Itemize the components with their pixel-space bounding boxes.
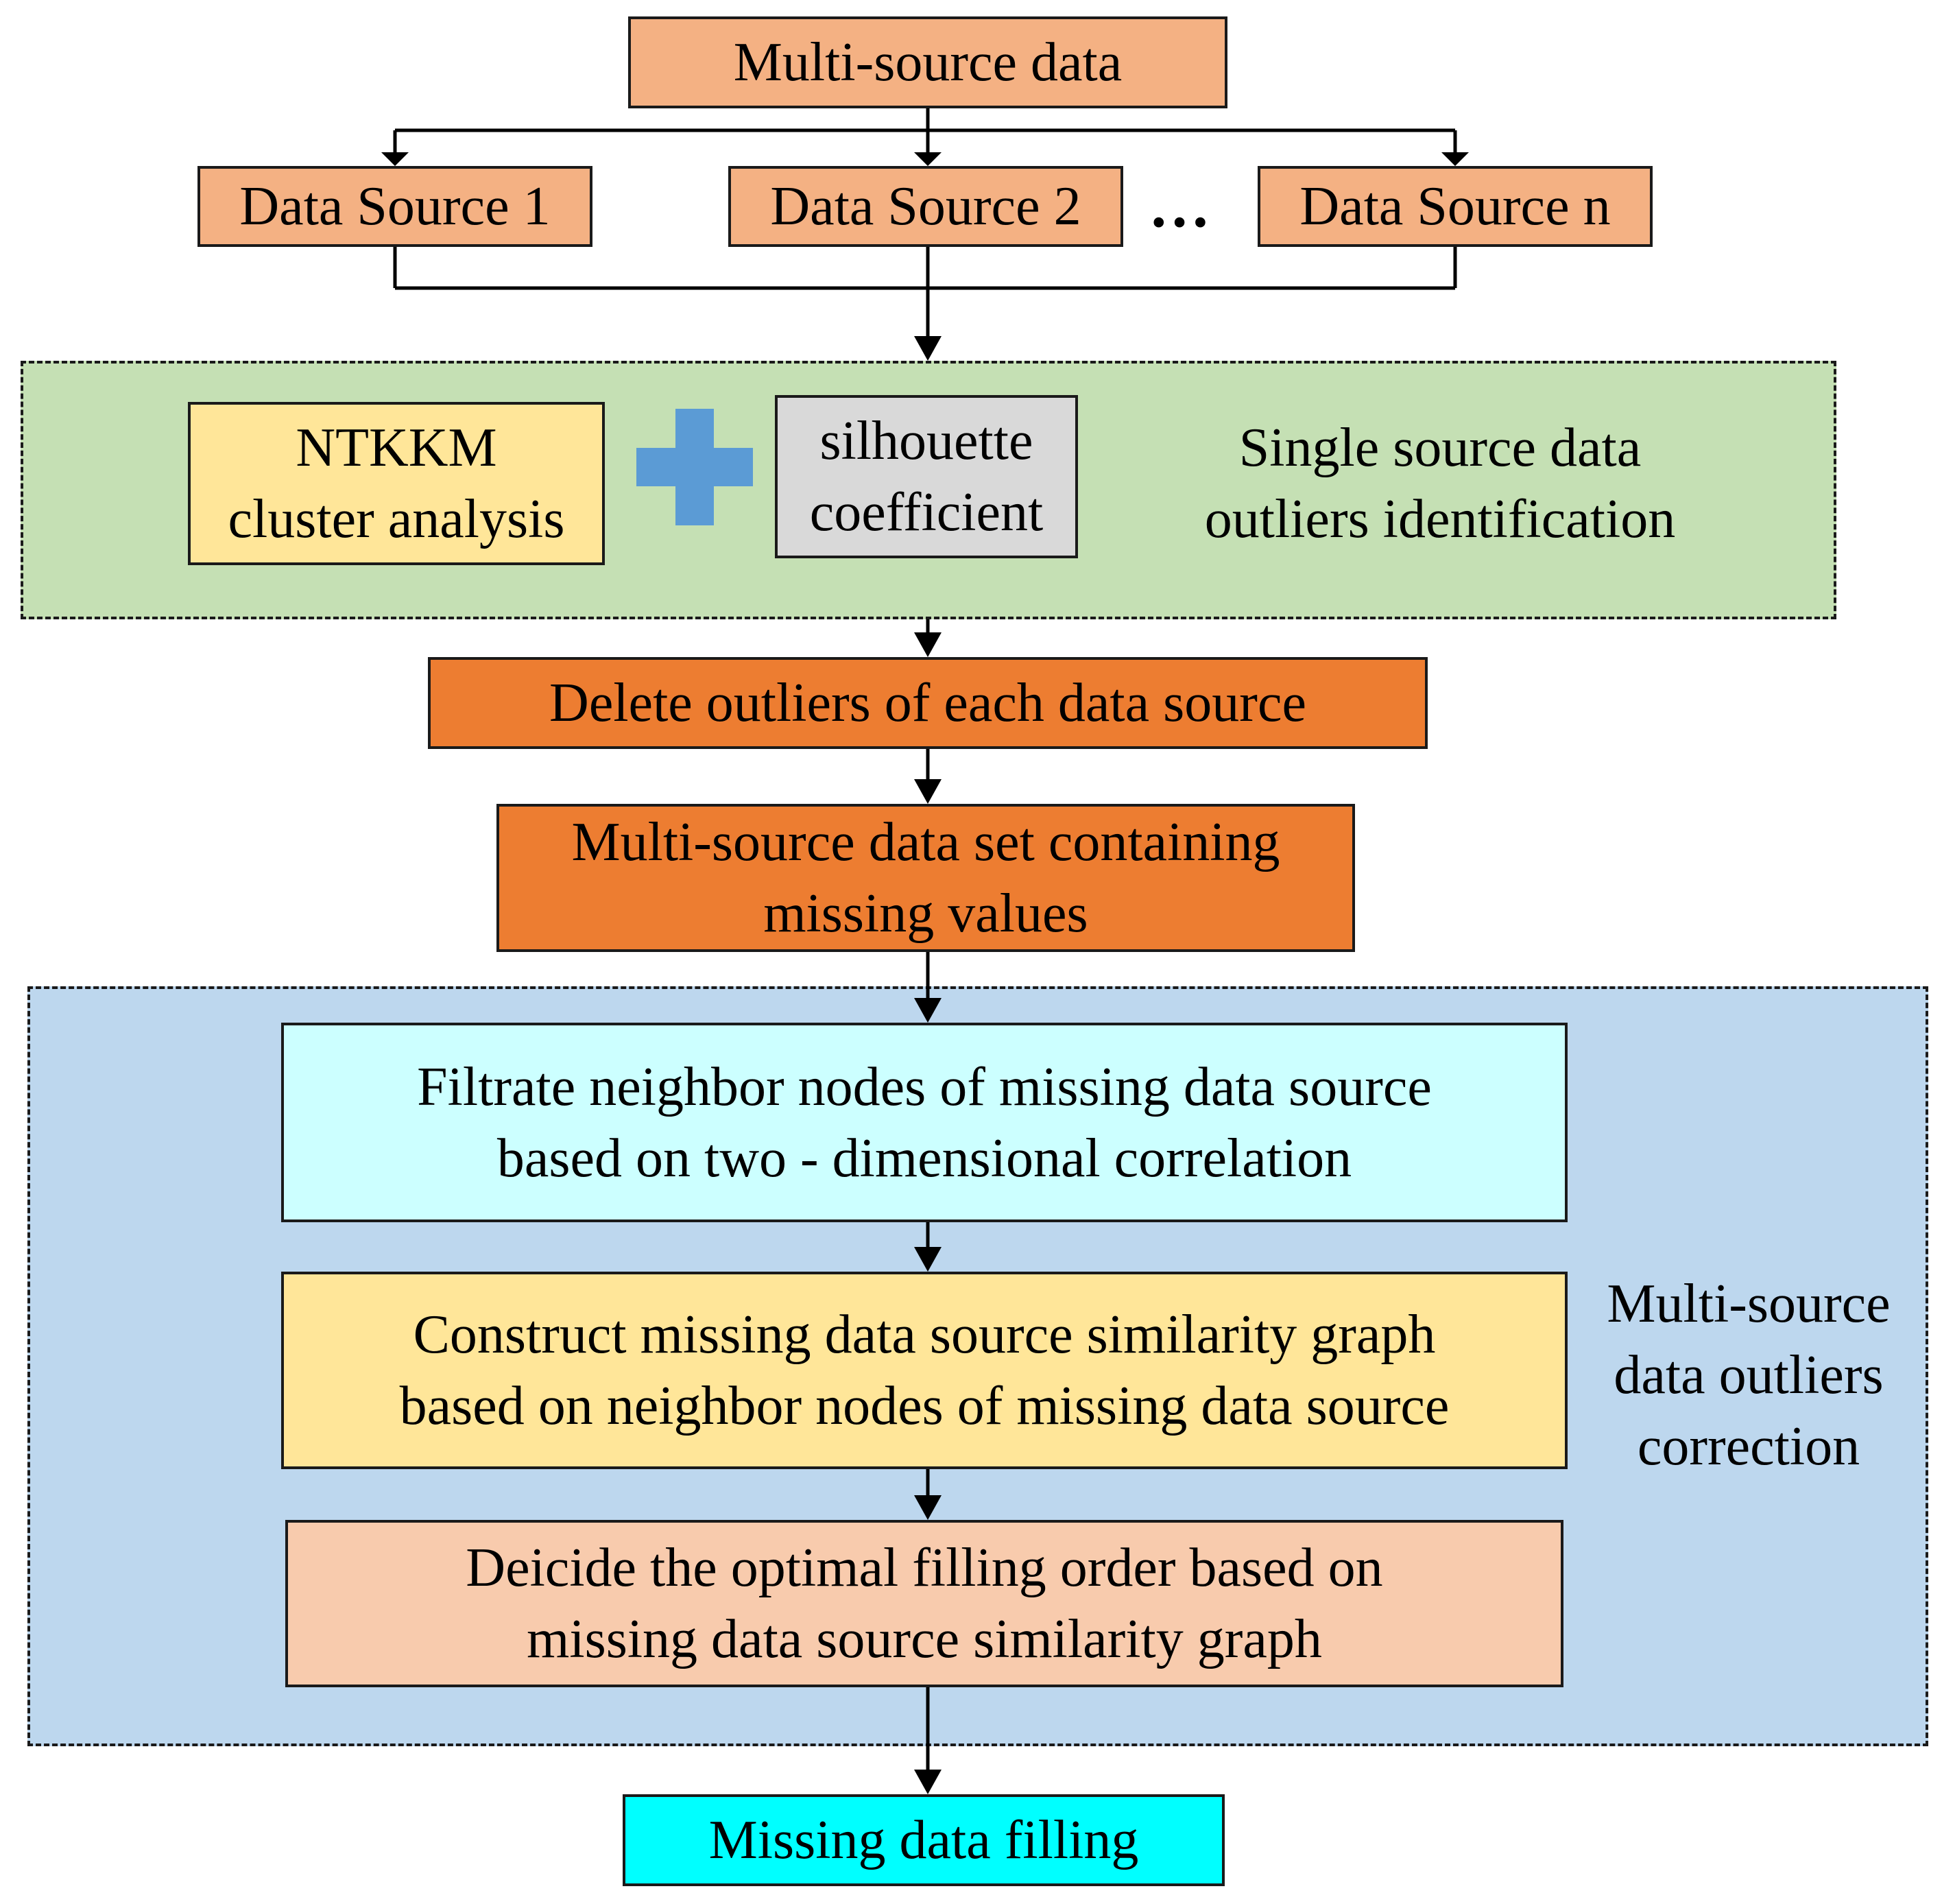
data-source-1-box: Data Source 1 — [197, 166, 592, 247]
plus-icon — [636, 409, 753, 525]
ntkkm-box: NTKKM cluster analysis — [188, 402, 605, 565]
data-source-2-box: Data Source 2 — [728, 166, 1123, 247]
decide-order-label: Deicide the optimal filling order based … — [466, 1538, 1383, 1669]
data-source-n-label: Data Source n — [1299, 176, 1611, 237]
construct-graph-label: Construct missing data source similarity… — [399, 1305, 1450, 1436]
silhouette-coefficient-box: silhouette coefficient — [775, 395, 1078, 558]
data-source-n-box: Data Source n — [1258, 166, 1653, 247]
arrowhead-final — [914, 1770, 942, 1794]
ntkkm-label: NTKKM cluster analysis — [228, 418, 565, 549]
arrowhead-green-region — [914, 336, 942, 361]
silhouette-coefficient-label: silhouette coefficient — [809, 411, 1044, 543]
multi-source-data-box: Multi-source data — [628, 16, 1227, 108]
filtrate-neighbor-box: Filtrate neighbor nodes of missing data … — [281, 1023, 1568, 1222]
arrowhead-construct — [914, 1247, 942, 1272]
multi-source-missing-box: Multi-source data set containing missing… — [496, 804, 1355, 952]
filtrate-neighbor-label: Filtrate neighbor nodes of missing data … — [417, 1056, 1432, 1189]
arrowhead-source-2 — [914, 152, 942, 166]
ellipsis-label: … — [1149, 171, 1210, 240]
multi-source-region-label: Multi-source data outliers correction — [1607, 1274, 1891, 1477]
decide-order-box: Deicide the optimal filling order based … — [285, 1520, 1563, 1687]
construct-graph-box: Construct missing data source similarity… — [281, 1272, 1568, 1469]
multi-source-data-label: Multi-source data — [733, 32, 1123, 93]
delete-outliers-label: Delete outliers of each data source — [549, 673, 1306, 733]
data-source-1-label: Data Source 1 — [239, 176, 551, 237]
arrowhead-decide — [914, 1495, 942, 1520]
arrowhead-missing-set — [914, 779, 942, 804]
multi-source-missing-label: Multi-source data set containing missing… — [571, 812, 1280, 944]
missing-data-filling-box: Missing data filling — [623, 1794, 1225, 1886]
missing-data-filling-label: Missing data filling — [708, 1810, 1139, 1870]
delete-outliers-box: Delete outliers of each data source — [428, 657, 1428, 749]
data-source-2-label: Data Source 2 — [770, 176, 1081, 237]
arrowhead-filtrate — [914, 998, 942, 1023]
arrowhead-source-n — [1441, 152, 1469, 166]
arrowhead-source-1 — [381, 152, 409, 166]
single-source-region-label: Single source data outliers identificati… — [1204, 418, 1676, 549]
arrowhead-delete — [914, 632, 942, 657]
